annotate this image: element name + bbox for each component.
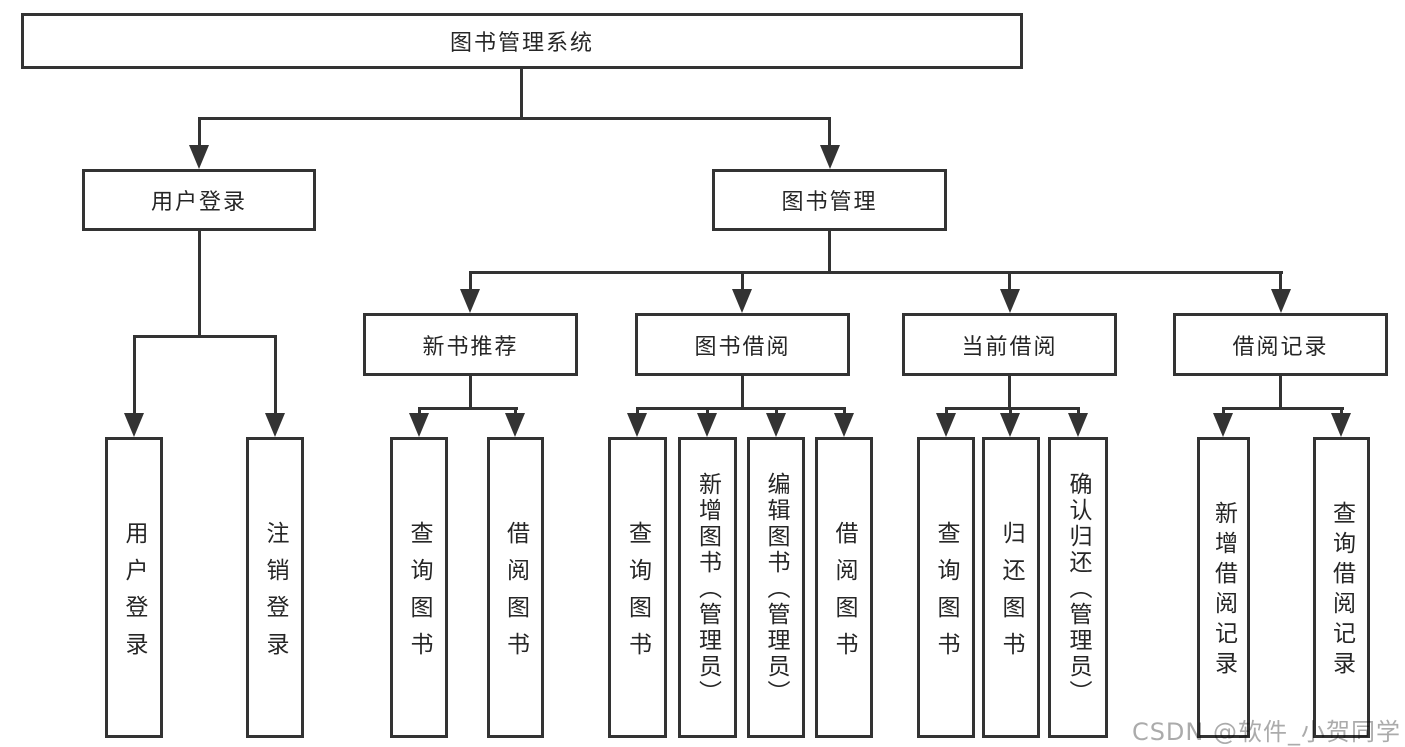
node-borrow-record: 借阅记录 — [1173, 313, 1388, 376]
arrowhead-cb-confirm — [1068, 413, 1088, 437]
watermark: CSDN @软件_小贺同学 — [1131, 718, 1401, 746]
connector-drop-current-borrow — [1008, 271, 1011, 291]
leaf-borrow-borrow-books: 借阅图书 — [815, 437, 873, 738]
leaf-borrow-add-books-admin: 新增图书（管理员） — [678, 437, 737, 738]
node-new-book-recommend: 新书推荐 — [363, 313, 578, 376]
leaf-newbook-borrow-books: 借阅图书 — [487, 437, 544, 738]
connector-current-borrow-stem — [1008, 376, 1011, 409]
connector-borrow-record-stem — [1279, 376, 1282, 409]
arrowhead-bb-edit — [766, 413, 786, 437]
leaf-borrow-edit-books-admin: 编辑图书（管理员） — [747, 437, 805, 738]
connector-drop-book-borrow — [741, 271, 744, 291]
leaf-borrow-query-books: 查询图书 — [608, 437, 667, 738]
connector-book-borrow-stem — [741, 376, 744, 409]
connector-new-book-stem — [469, 376, 472, 409]
connector-user-login-rail — [133, 335, 277, 338]
arrowhead-borrow-record — [1271, 289, 1291, 313]
leaf-current-return-books: 归还图书 — [982, 437, 1040, 738]
leaf-record-query: 查询借阅记录 — [1313, 437, 1370, 738]
arrowhead-cb-query — [936, 413, 956, 437]
connector-user-login-stem — [198, 231, 201, 336]
connector-new-book-rail — [418, 407, 518, 410]
arrowhead-book-management — [820, 145, 840, 169]
connector-borrow-record-rail — [1222, 407, 1344, 410]
arrowhead-bb-borrow — [834, 413, 854, 437]
connector-drop-bb-query — [636, 407, 639, 417]
leaf-logout: 注销登录 — [246, 437, 304, 738]
connector-drop-bb-edit — [775, 407, 778, 417]
connector-level2-rail — [198, 117, 831, 120]
connector-current-borrow-rail — [945, 407, 1080, 410]
connector-drop-nb-query — [418, 407, 421, 417]
node-book-borrow: 图书借阅 — [635, 313, 850, 376]
connector-drop-br-query — [1340, 407, 1343, 417]
arrowhead-cb-return — [1000, 413, 1020, 437]
leaf-record-add: 新增借阅记录 — [1197, 437, 1250, 738]
arrowhead-new-book — [460, 289, 480, 313]
connector-drop-leaf-login — [133, 335, 136, 413]
arrowhead-current-borrow — [1000, 289, 1020, 313]
connector-drop-book-management — [828, 117, 831, 147]
connector-drop-bb-add — [706, 407, 709, 417]
connector-drop-new-book — [469, 271, 472, 291]
connector-drop-user-login — [198, 117, 201, 147]
arrowhead-leaf-login — [124, 413, 144, 437]
connector-book-borrow-rail — [636, 407, 846, 410]
connector-root-stem — [520, 69, 523, 118]
arrowhead-br-query — [1331, 413, 1351, 437]
connector-drop-br-add — [1222, 407, 1225, 417]
connector-drop-cb-confirm — [1077, 407, 1080, 417]
arrowhead-br-add — [1213, 413, 1233, 437]
leaf-user-login: 用户登录 — [105, 437, 163, 738]
connector-drop-leaf-logout — [274, 335, 277, 413]
arrowhead-nb-borrow — [505, 413, 525, 437]
arrowhead-nb-query — [409, 413, 429, 437]
arrowhead-book-borrow — [732, 289, 752, 313]
connector-drop-borrow-record — [1279, 271, 1282, 291]
arrowhead-user-login — [189, 145, 209, 169]
leaf-current-confirm-return-admin: 确认归还（管理员） — [1048, 437, 1108, 738]
leaf-current-query-books: 查询图书 — [917, 437, 975, 738]
arrowhead-leaf-logout — [265, 413, 285, 437]
node-book-management: 图书管理 — [712, 169, 947, 231]
connector-book-management-stem — [828, 231, 831, 273]
node-current-borrow: 当前借阅 — [902, 313, 1117, 376]
connector-drop-cb-return — [1009, 407, 1012, 417]
arrowhead-bb-query — [627, 413, 647, 437]
connector-drop-cb-query — [945, 407, 948, 417]
connector-drop-nb-borrow — [514, 407, 517, 417]
node-user-login: 用户登录 — [82, 169, 316, 231]
connector-level3-rail — [469, 271, 1283, 274]
arrowhead-bb-add — [697, 413, 717, 437]
leaf-newbook-query-books: 查询图书 — [390, 437, 448, 738]
connector-drop-bb-borrow — [843, 407, 846, 417]
node-root: 图书管理系统 — [21, 13, 1023, 69]
